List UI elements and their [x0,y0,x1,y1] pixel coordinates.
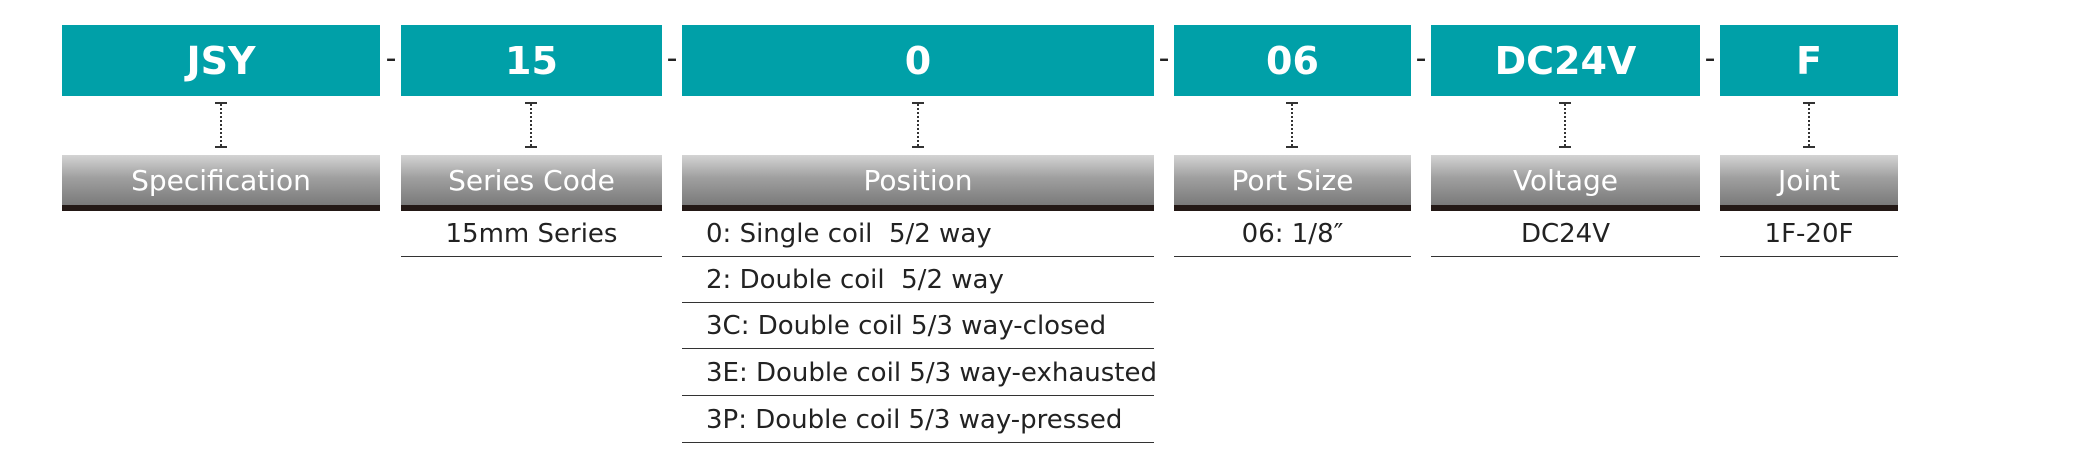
position-option: 0: Single coil 5/2 way [682,211,1154,257]
label-voltage: Voltage [1431,155,1700,205]
connector-port-size [1285,102,1299,148]
label-position: Position [682,155,1154,205]
label-rule-position [682,205,1154,211]
label-rule-port-size [1174,205,1411,211]
separator: - [385,41,397,76]
label-specification: Specification [62,155,380,205]
code-box-series: 15 [401,25,662,96]
label-rule-voltage [1431,205,1700,211]
separator: - [666,41,678,76]
series-option: 15mm Series [401,211,662,257]
position-option: 3C: Double coil 5/3 way-closed [682,303,1154,349]
label-rule-joint [1720,205,1898,211]
connector-joint [1802,102,1816,148]
port-size-option: 06: 1/8″ [1174,211,1411,257]
code-box-position: 0 [682,25,1154,96]
connector-specification [214,102,228,148]
position-option: 3E: Double coil 5/3 way-exhausted [682,350,1157,396]
code-box-specification: JSY [62,25,380,96]
joint-option: 1F-20F [1720,211,1898,257]
label-port-size: Port Size [1174,155,1411,205]
label-rule-specification [62,205,380,211]
position-option: 2: Double coil 5/2 way [682,257,1154,303]
label-series: Series Code [401,155,662,205]
position-option: 3P: Double coil 5/3 way-pressed [682,397,1154,443]
connector-voltage [1558,102,1572,148]
voltage-option: DC24V [1431,211,1700,257]
code-box-joint: F [1720,25,1898,96]
label-joint: Joint [1720,155,1898,205]
label-rule-series [401,205,662,211]
code-box-voltage: DC24V [1431,25,1700,96]
separator: - [1415,41,1427,76]
separator: - [1158,41,1170,76]
connector-series [524,102,538,148]
connector-position [911,102,925,148]
code-box-port-size: 06 [1174,25,1411,96]
separator: - [1704,41,1716,76]
